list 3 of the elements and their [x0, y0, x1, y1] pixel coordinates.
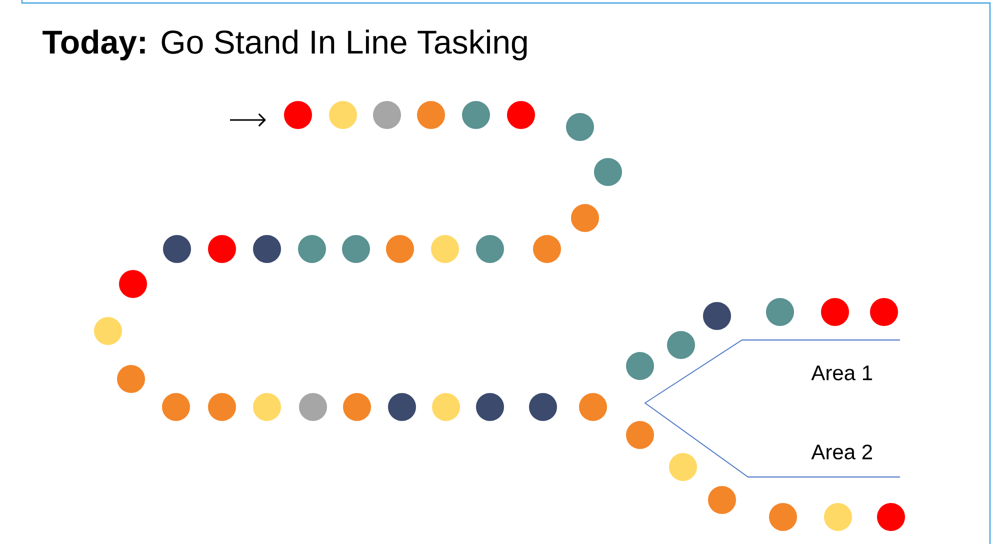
title: Today: Go Stand In Line Tasking — [42, 30, 527, 60]
area-label: Area 2 — [811, 444, 872, 460]
area-label: Area 1 — [811, 366, 872, 380]
